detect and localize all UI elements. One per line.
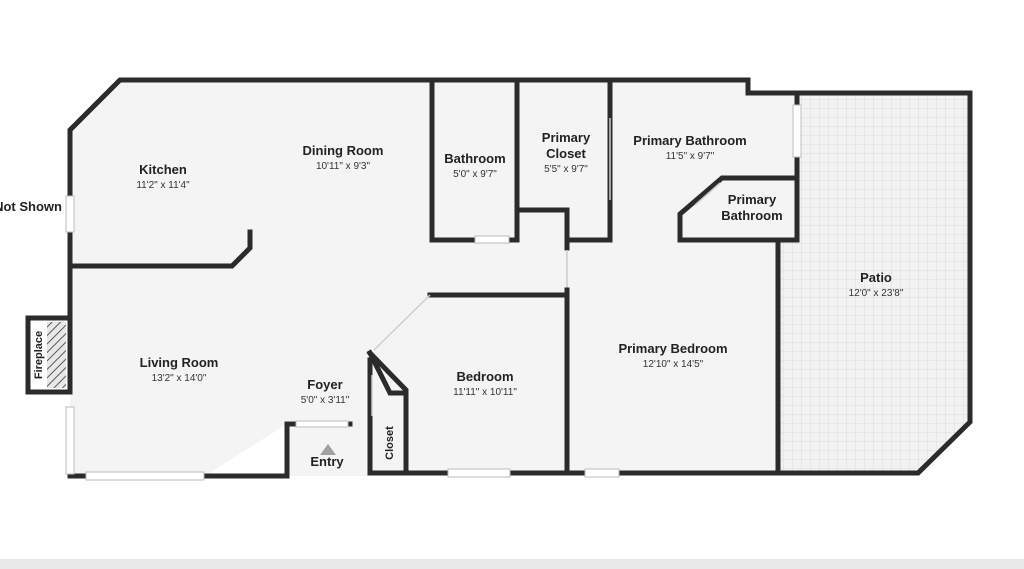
fireplace-outline	[25, 315, 73, 395]
fireplace-label: Fireplace	[33, 331, 45, 379]
living-dim: 13'2" x 14'0"	[152, 373, 207, 384]
window-bedroom-bottom	[447, 468, 511, 478]
primary-bathroom-dim: 11'5" x 9'7"	[666, 151, 715, 162]
patio-name: Patio	[860, 270, 892, 285]
entry-door	[295, 420, 349, 428]
primary-bathroom-name: Primary Bathroom	[633, 133, 746, 148]
labels: Not Shown Kitchen 11'2" x 11'4" Dining R…	[0, 130, 904, 469]
window-primary-bedroom-bottom	[584, 468, 620, 478]
entry-arrow	[320, 444, 336, 455]
patio-area	[778, 93, 970, 473]
bedroom-dim: 11'11" x 10'11"	[453, 387, 517, 398]
not-shown-label: Not Shown	[0, 199, 62, 214]
dining-dim: 10'11" x 9'3"	[316, 161, 371, 172]
primary-bath-inner-walls	[677, 175, 800, 243]
patio-wall	[775, 90, 973, 476]
bathroom-name: Bathroom	[444, 151, 505, 166]
exterior-wall-top	[67, 77, 800, 476]
patio-dim: 12'0" x 23'8"	[849, 288, 904, 299]
bathroom-dim: 5'0" x 9'7"	[453, 169, 497, 180]
fireplace-hatch	[47, 322, 66, 388]
bedroom-door-swing	[373, 294, 431, 351]
closet-walls	[366, 349, 409, 476]
primary-bath-inner-door	[694, 182, 721, 206]
entry-label: Entry	[310, 454, 344, 469]
primary-closet-name-1: Primary	[542, 130, 591, 145]
living-name: Living Room	[140, 355, 219, 370]
window-primary-bath-right	[792, 104, 802, 158]
foyer-name: Foyer	[307, 377, 342, 392]
window-kitchen-left	[65, 195, 75, 233]
primary-bedroom-dim: 12'10" x 14'5"	[643, 359, 704, 370]
kitchen-name: Kitchen	[139, 162, 187, 177]
bottom-strip	[0, 559, 1024, 569]
bathroom-door	[474, 235, 510, 244]
kitchen-counter-wall	[69, 229, 253, 269]
bedroom-name: Bedroom	[456, 369, 513, 384]
kitchen-dim: 11'2" x 11'4"	[136, 180, 190, 191]
primary-closet-dim: 5'5" x 9'7"	[544, 164, 588, 175]
dining-name: Dining Room	[303, 143, 384, 158]
primary-bedroom-name: Primary Bedroom	[618, 341, 727, 356]
floor-fill	[70, 80, 797, 476]
window-living-bottom	[85, 471, 205, 481]
closet-inner	[366, 349, 409, 396]
window-living-left	[65, 406, 75, 475]
primary-bathroom-small-2: Bathroom	[721, 208, 782, 223]
closet-label: Closet	[384, 426, 396, 460]
foyer-dim: 5'0" x 3'11"	[301, 395, 350, 406]
primary-bathroom-small-1: Primary	[728, 192, 777, 207]
primary-closet-name-2: Closet	[546, 146, 586, 161]
